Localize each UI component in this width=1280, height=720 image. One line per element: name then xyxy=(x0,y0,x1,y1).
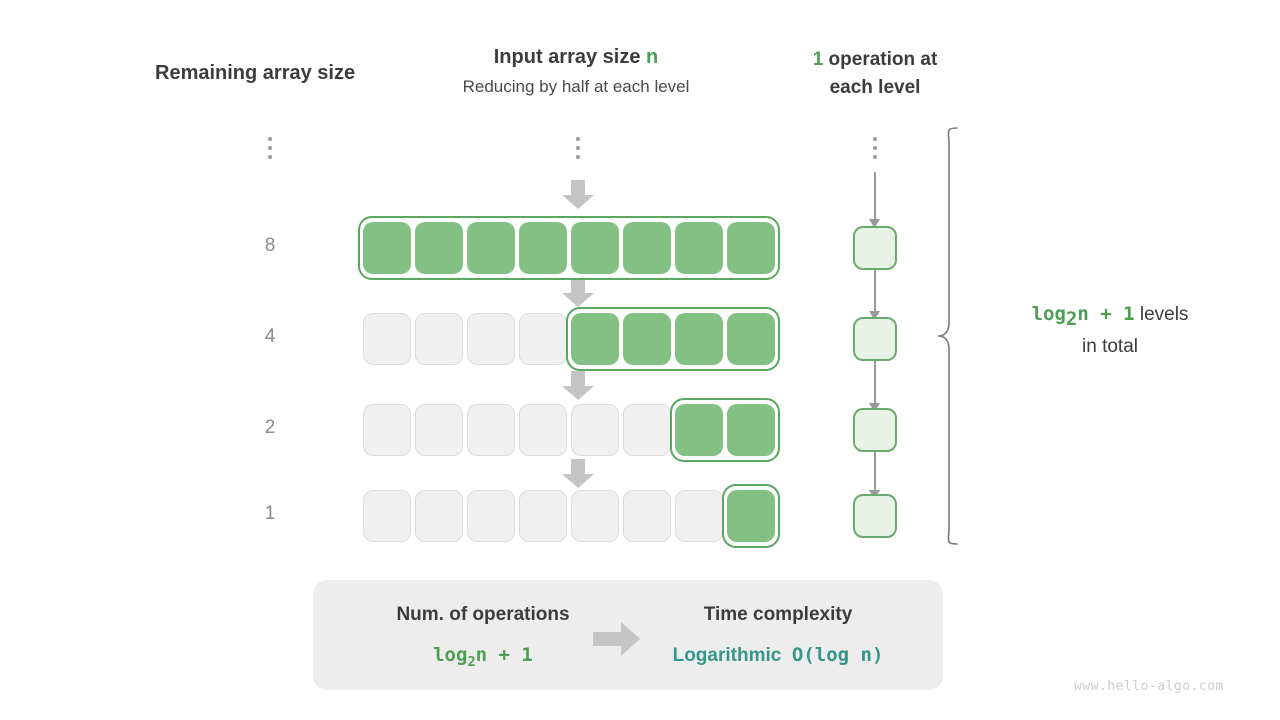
axis-label-4: 4 xyxy=(264,326,276,347)
levels-brace-icon xyxy=(935,126,965,551)
operation-arrowhead-icon-1 xyxy=(869,307,880,320)
active-subarray-outline xyxy=(722,484,780,548)
halving-arrow-icon-2 xyxy=(561,371,595,401)
array-cell-active xyxy=(571,222,619,274)
column-header-remaining-array-size: Remaining array size xyxy=(155,62,356,84)
array-cell-active xyxy=(519,222,567,274)
array-cell-active xyxy=(727,490,775,542)
summary-operations-log: log xyxy=(433,644,468,666)
array-row-8 xyxy=(358,216,795,280)
array-cell-inactive xyxy=(467,404,515,456)
levels-label-line2: in total xyxy=(1082,336,1138,358)
array-cell-inactive xyxy=(519,313,567,365)
summary-operations-value: log2n + 1 xyxy=(343,644,623,670)
operation-connector-line-2 xyxy=(874,361,876,407)
column-subheader-reducing-by-half: Reducing by half at each level xyxy=(462,77,690,96)
operation-cell-level-4 xyxy=(853,317,897,361)
summary-complexity-bigo: O(log n) xyxy=(791,644,884,666)
array-cell-active xyxy=(727,222,775,274)
input-array-size-accent-n: n xyxy=(646,46,659,68)
operation-header-line1: 1 operation at xyxy=(775,46,975,74)
summary-complexity-word: Logarithmic xyxy=(672,645,782,666)
array-cell-active xyxy=(675,404,723,456)
array-cell-active xyxy=(727,313,775,365)
axis-label-2: 2 xyxy=(264,417,276,438)
operation-column-vertical-ellipsis-icon xyxy=(855,132,895,159)
axis-vertical-ellipsis-icon xyxy=(250,132,290,159)
array-cell-inactive xyxy=(623,490,671,542)
operation-arrowhead-icon-2 xyxy=(869,399,880,412)
axis-label-1: 1 xyxy=(264,503,276,524)
summary-complexity-column: Time complexity Logarithmic O(log n) xyxy=(633,604,923,667)
array-cell-active xyxy=(675,222,723,274)
levels-formula-base: 2 xyxy=(1065,307,1078,330)
summary-operations-rest: n + 1 xyxy=(475,644,533,666)
array-cell-inactive xyxy=(415,490,463,542)
halving-arrow-icon-1 xyxy=(561,278,595,308)
array-cell-active xyxy=(727,404,775,456)
summary-operations-column: Num. of operations log2n + 1 xyxy=(343,604,623,670)
column-header-one-operation-each-level: 1 operation at each level xyxy=(775,46,975,101)
operation-connector-line-3 xyxy=(874,452,876,494)
column-header-input-array-size: Input array size n xyxy=(396,46,756,69)
summary-implication-arrow-icon xyxy=(593,622,641,656)
array-cell-active xyxy=(675,313,723,365)
operation-arrowhead-icon-0 xyxy=(869,215,880,228)
operation-cell-level-8 xyxy=(853,226,897,270)
array-row-1 xyxy=(363,484,795,548)
array-cell-active xyxy=(363,222,411,274)
active-subarray-outline xyxy=(358,216,780,280)
array-cell-active xyxy=(571,313,619,365)
levels-label-after: levels xyxy=(1134,304,1189,325)
array-cell-inactive xyxy=(363,490,411,542)
array-cell-inactive xyxy=(675,490,723,542)
array-cell-inactive xyxy=(363,313,411,365)
array-cell-active xyxy=(623,313,671,365)
operation-count-accent: 1 xyxy=(812,49,824,70)
array-cell-inactive xyxy=(415,313,463,365)
array-column-vertical-ellipsis-icon xyxy=(558,132,598,159)
array-row-2 xyxy=(363,398,795,462)
array-cell-active xyxy=(467,222,515,274)
array-cell-inactive xyxy=(363,404,411,456)
operation-connector-line-0 xyxy=(874,172,876,222)
array-cell-inactive xyxy=(467,490,515,542)
array-cell-inactive xyxy=(571,490,619,542)
levels-formula-rest: n + 1 xyxy=(1077,303,1135,325)
array-cell-inactive xyxy=(519,404,567,456)
summary-operations-title: Num. of operations xyxy=(396,604,570,625)
watermark: www.hello-algo.com xyxy=(1074,679,1224,694)
halving-arrow-icon-0 xyxy=(561,180,595,210)
operation-connector-line-1 xyxy=(874,270,876,315)
levels-formula-line: log2n + 1 levels xyxy=(985,300,1235,333)
operation-cell-level-1 xyxy=(853,494,897,538)
active-subarray-outline xyxy=(566,307,780,371)
array-cell-inactive xyxy=(467,313,515,365)
axis-label-8: 8 xyxy=(264,235,276,256)
array-cell-inactive xyxy=(519,490,567,542)
array-cell-inactive xyxy=(571,404,619,456)
operation-header-line2: each level xyxy=(829,76,921,98)
active-subarray-outline xyxy=(670,398,780,462)
array-cell-inactive xyxy=(623,404,671,456)
summary-complexity-value: Logarithmic O(log n) xyxy=(633,644,923,667)
summary-operations-base: 2 xyxy=(467,653,476,670)
levels-total-annotation: log2n + 1 levels in total xyxy=(985,300,1235,362)
array-cell-active xyxy=(623,222,671,274)
input-array-size-text: Input array size xyxy=(493,46,647,68)
array-cell-active xyxy=(415,222,463,274)
levels-formula-log: log xyxy=(1031,303,1066,325)
operation-cell-level-2 xyxy=(853,408,897,452)
array-row-4 xyxy=(363,307,795,371)
array-cell-inactive xyxy=(415,404,463,456)
summary-complexity-title: Time complexity xyxy=(703,604,853,625)
operation-arrowhead-icon-3 xyxy=(869,486,880,499)
halving-arrow-icon-3 xyxy=(561,459,595,489)
operation-header-rest: operation at xyxy=(823,49,938,70)
